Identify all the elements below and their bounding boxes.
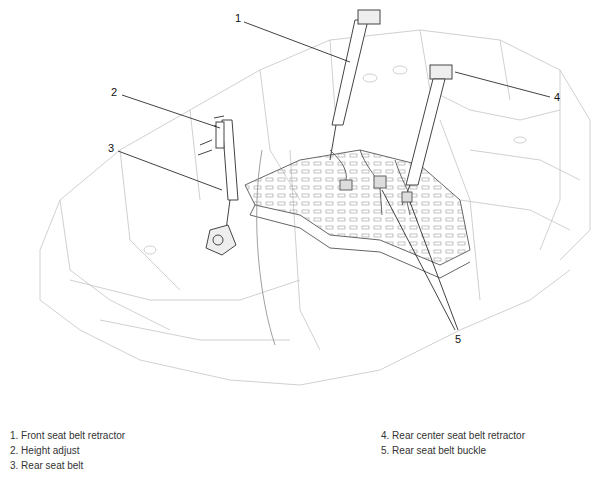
key-entry: 4. Rear center seat belt retractor <box>381 430 525 441</box>
key-entry: 2. Height adjust <box>10 445 80 456</box>
callout-number: 3 <box>108 142 114 154</box>
buckle-harness <box>330 150 412 215</box>
key-entry: 3. Rear seat belt <box>10 460 83 471</box>
key-entry: 5. Rear seat belt buckle <box>381 445 486 456</box>
callout-number: 4 <box>554 91 560 103</box>
car-body <box>40 30 590 385</box>
key-entry: 1. Front seat belt retractor <box>10 430 125 441</box>
callout-number: 2 <box>111 86 117 98</box>
callout-number: 1 <box>235 12 241 24</box>
rear-seat-frame <box>245 150 470 345</box>
leader-lines <box>118 22 550 330</box>
rear-center-retractor <box>402 65 452 205</box>
front-seat-belt <box>198 116 238 255</box>
callout-number: 5 <box>455 333 461 345</box>
rear-seat-belt <box>330 10 380 160</box>
